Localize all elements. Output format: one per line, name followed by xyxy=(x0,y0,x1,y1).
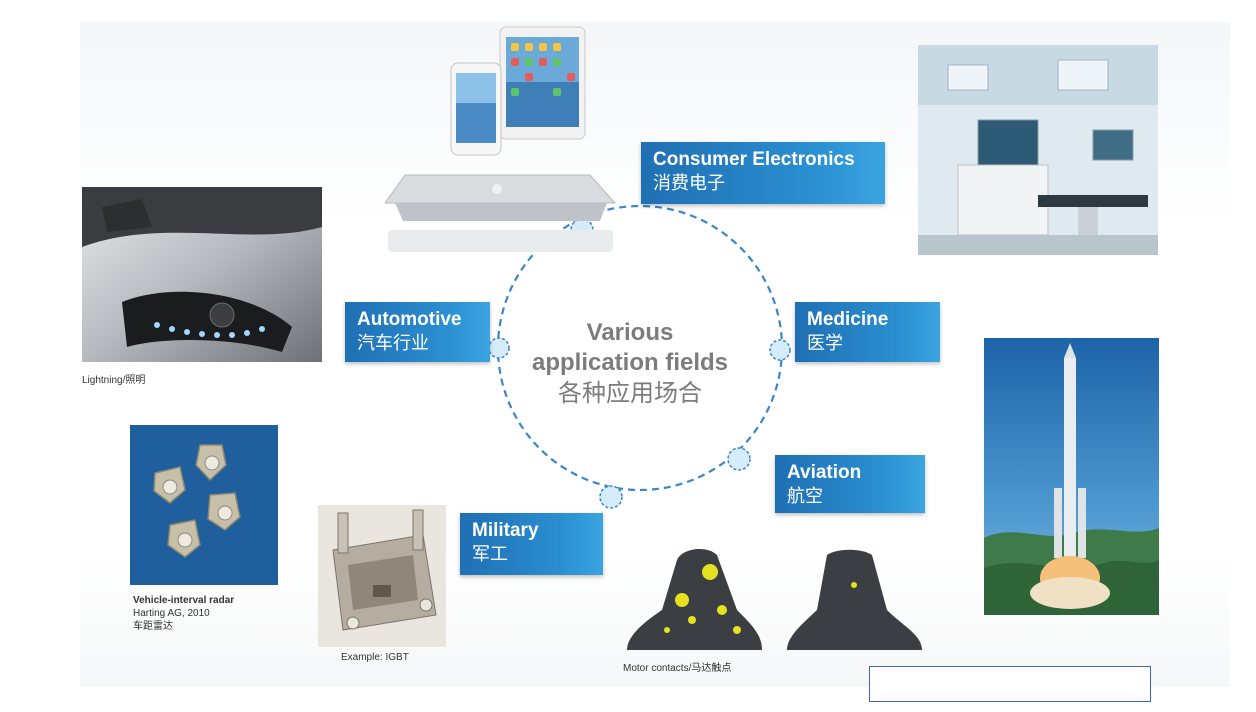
label-consumer-en: Consumer Electronics xyxy=(653,149,855,170)
label-automotive-zh: 汽车行业 xyxy=(357,333,429,353)
node-medicine xyxy=(769,339,791,361)
medicine-image xyxy=(918,45,1158,255)
label-aviation-zh: 航空 xyxy=(787,486,823,506)
caption-lightning: Lightning/照明 xyxy=(82,375,146,386)
radar-image xyxy=(130,425,278,585)
empty-input-box[interactable] xyxy=(869,666,1151,702)
automotive-image xyxy=(82,187,322,362)
motor-contacts-image xyxy=(627,548,922,650)
aviation-image xyxy=(984,338,1159,615)
caption-igbt: Example: IGBT xyxy=(341,652,409,663)
label-medicine-en: Medicine xyxy=(807,309,889,330)
label-aviation-en: Aviation xyxy=(787,462,862,483)
label-military-en: Military xyxy=(472,520,539,541)
center-title: Various application fields 各种应用场合 xyxy=(500,318,760,410)
center-line2: application fields xyxy=(531,349,729,376)
label-aviation: Aviation 航空 xyxy=(775,455,925,513)
label-military-zh: 军工 xyxy=(472,544,508,564)
caption-motor: Motor contacts/马达触点 xyxy=(623,663,732,674)
label-automotive: Automotive 汽车行业 xyxy=(345,302,490,362)
center-line1: Various xyxy=(586,319,674,346)
node-aviation xyxy=(727,447,751,471)
caption-radar-title: Vehicle-interval radar xyxy=(133,595,235,606)
label-automotive-en: Automotive xyxy=(357,309,462,330)
label-medicine-zh: 医学 xyxy=(807,333,843,353)
node-military xyxy=(599,485,623,509)
caption-radar-zh: 车距雷达 xyxy=(133,621,173,632)
consumer-devices-image xyxy=(385,26,617,252)
label-consumer-zh: 消费电子 xyxy=(653,173,725,193)
label-military: Military 军工 xyxy=(460,513,603,575)
label-consumer-electronics: Consumer Electronics 消费电子 xyxy=(641,142,885,204)
igbt-image xyxy=(318,505,446,647)
label-medicine: Medicine 医学 xyxy=(795,302,940,362)
center-line3: 各种应用场合 xyxy=(558,380,702,407)
caption-radar-source: Harting AG, 2010 xyxy=(133,608,210,619)
